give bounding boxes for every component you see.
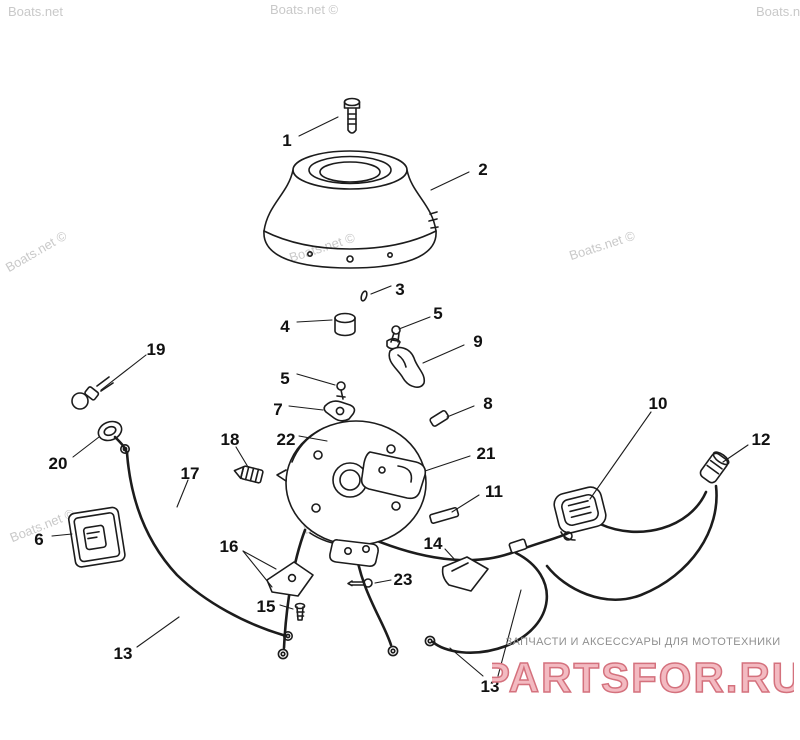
harness-plug-drawing — [508, 538, 528, 554]
callout-13-right: 13 — [481, 677, 500, 696]
mounting-bracket-drawing — [329, 539, 379, 567]
part-11-bar-drawing — [429, 506, 460, 524]
part-21-stator-plate-drawing — [276, 420, 427, 546]
callout-19: 19 — [147, 340, 166, 359]
watermark: Boats.net © — [270, 2, 339, 17]
callout-7: 7 — [273, 400, 282, 419]
part-20-grommet-drawing — [97, 420, 123, 442]
part-18-stud-drawing — [233, 465, 264, 484]
branding-tagline: ЗАПЧАСТИ И АКСЕССУАРЫ ДЛЯ МОТОТЕХНИКИ — [505, 636, 781, 648]
callout-15: 15 — [257, 597, 276, 616]
callout-4: 4 — [280, 317, 290, 336]
callout-17: 17 — [181, 464, 200, 483]
part-5-screw-lower-drawing — [336, 381, 346, 400]
part-4-bushing-drawing — [334, 312, 356, 337]
partsfor-logo-text: PARTSFOR.RU — [492, 654, 794, 701]
part-14-bracket-drawing — [441, 556, 489, 592]
part-7-cam-follower-drawing — [323, 400, 356, 422]
callout-2: 2 — [478, 160, 487, 179]
callout-16: 16 — [220, 537, 239, 556]
part-8-block-drawing — [429, 409, 450, 427]
watermark: Boats.net — [8, 4, 63, 19]
callout-22: 22 — [277, 430, 296, 449]
part-6-switch-drawing — [68, 506, 126, 568]
part-10-coil-drawing — [553, 486, 607, 541]
callout-13-left: 13 — [114, 644, 133, 663]
part-9-lever-drawing — [386, 337, 426, 388]
callout-8: 8 — [483, 394, 492, 413]
branding-block: ЗАПЧАСТИ И АКСЕССУАРЫ ДЛЯ МОТОТЕХНИКИ PA… — [492, 636, 794, 705]
callout-18: 18 — [221, 430, 240, 449]
watermark: Boats.net — [756, 4, 800, 19]
callout-5-lower: 5 — [280, 369, 289, 388]
callout-3: 3 — [395, 280, 404, 299]
part-16-plate-drawing — [266, 561, 314, 597]
callout-12: 12 — [752, 430, 771, 449]
callout-9: 9 — [473, 332, 482, 351]
callout-14: 14 — [424, 534, 443, 553]
leader-lines — [51, 116, 749, 677]
callout-10: 10 — [649, 394, 668, 413]
part-12-connector-drawing — [699, 451, 730, 484]
callout-11: 11 — [485, 482, 503, 501]
ring-terminal-icons — [120, 443, 436, 660]
callout-6: 6 — [34, 530, 43, 549]
callout-23: 23 — [394, 570, 413, 589]
callout-1: 1 — [282, 131, 291, 150]
callout-5-upper: 5 — [433, 304, 442, 323]
callout-20: 20 — [49, 454, 68, 473]
part-3-pin-drawing — [360, 290, 368, 302]
callout-21: 21 — [477, 444, 496, 463]
part-19-lamp-drawing — [71, 376, 114, 410]
part-23-screw-drawing — [347, 578, 373, 588]
partsfor-logo: PARTSFOR.RU — [492, 653, 794, 702]
part-2-flywheel-drawing — [263, 150, 439, 269]
part-1-bolt-drawing — [343, 97, 361, 134]
part-15-screw-drawing — [294, 602, 306, 621]
